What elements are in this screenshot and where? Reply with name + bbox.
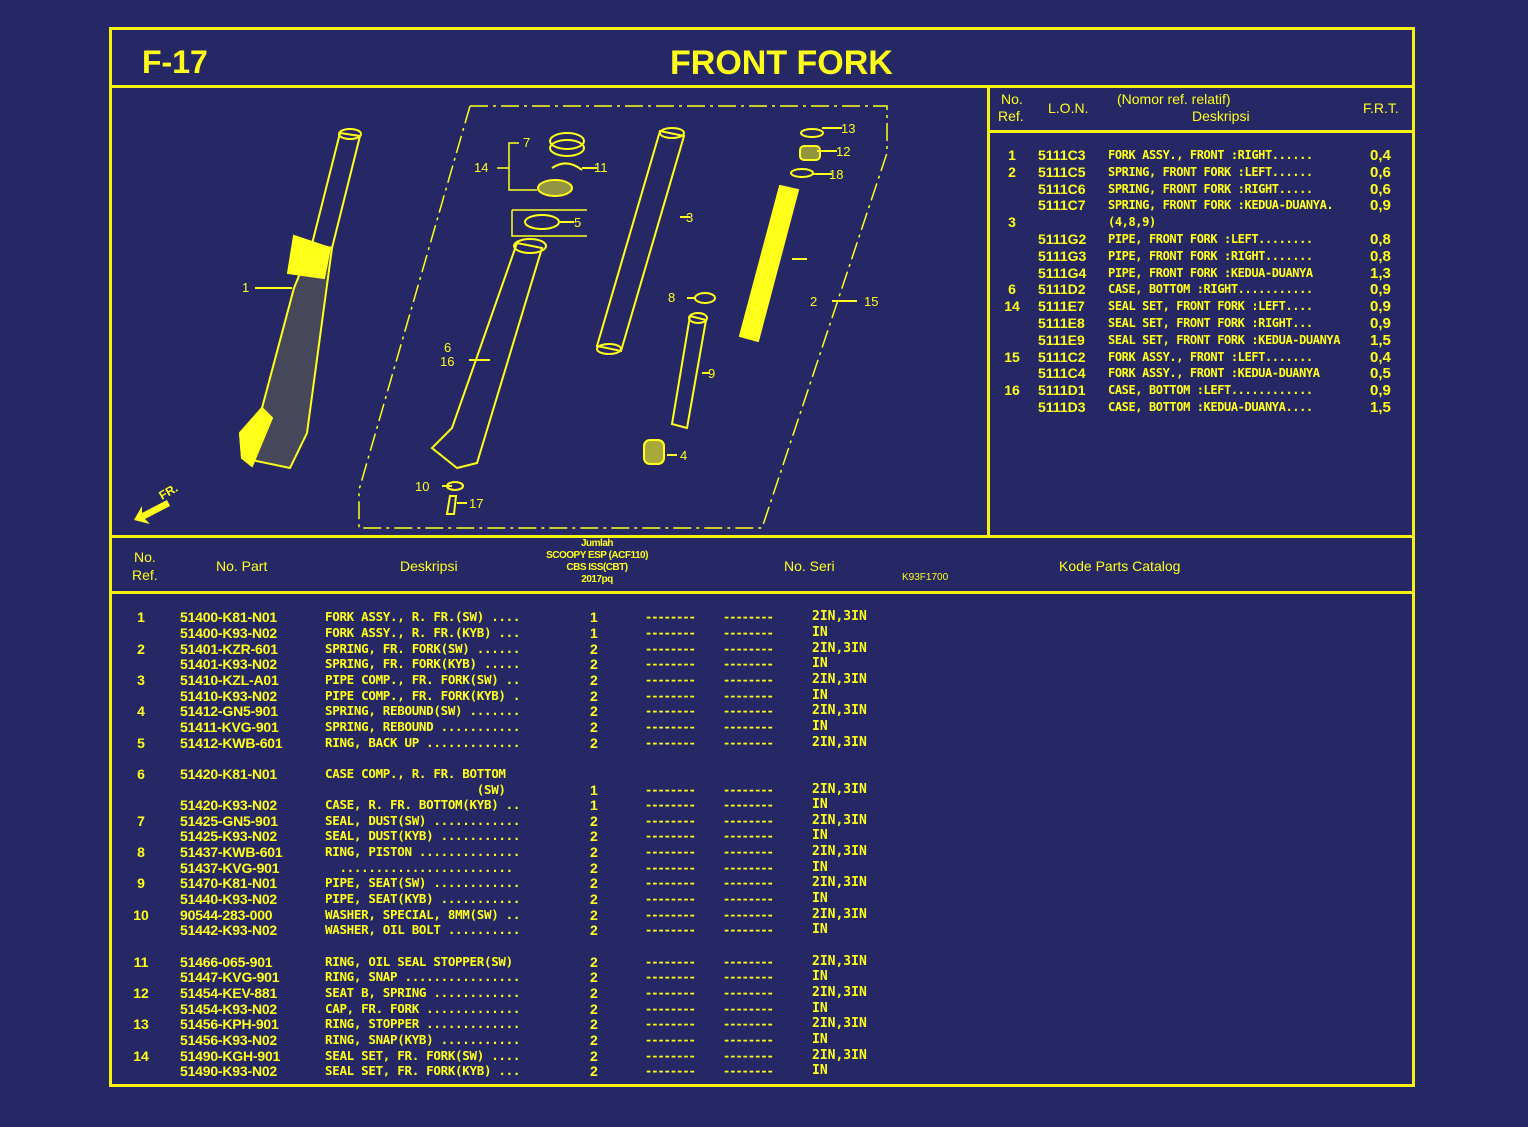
callout-14: 14 <box>474 160 488 175</box>
parts-header-part-no: No. Part <box>216 558 268 574</box>
page-title: FRONT FORK <box>670 44 893 82</box>
callout-7: 7 <box>523 135 530 150</box>
exploded-diagram: 1 2 3 4 5 6 16 7 8 9 10 11 12 13 14 15 1… <box>112 88 987 583</box>
front-direction-arrow-icon: FR. <box>134 481 180 524</box>
parts-header-serial: No. Seri <box>784 558 835 574</box>
catalog-page-frame: F-17 FRONT FORK <box>109 27 1415 1087</box>
callout-11: 11 <box>594 160 608 175</box>
svg-text:FR.: FR. <box>157 481 181 503</box>
frt-header-ref: Ref. <box>998 108 1024 124</box>
parts-header-year: 2017pq <box>581 574 613 585</box>
frt-header-frt: F.R.T. <box>1363 100 1399 116</box>
parts-table-header: No. Ref. No. Part Deskripsi Jumlah SCOOP… <box>112 538 1412 594</box>
callout-12: 12 <box>836 144 850 159</box>
parts-header-model: SCOOPY ESP (ACF110) <box>546 550 648 561</box>
table-row: (SW)1----------------2IN,3IN <box>325 782 867 798</box>
parts-header-variant: CBS ISS(CBT) <box>566 562 628 573</box>
callout-8: 8 <box>668 290 675 305</box>
parts-header-no: No. <box>134 549 156 565</box>
frt-table-header: No. Ref. L.O.N. (Nomor ref. relatif) Des… <box>990 88 1412 132</box>
callout-4: 4 <box>680 448 687 463</box>
callout-3: 3 <box>686 210 693 225</box>
frt-header-desc: Deskripsi <box>1192 108 1250 124</box>
callout-9: 9 <box>708 366 715 381</box>
parts-header-jumlah: Jumlah <box>580 538 614 549</box>
frt-header-lon: L.O.N. <box>1048 100 1089 116</box>
callout-10: 10 <box>415 479 429 494</box>
frt-header-no: No. <box>1001 91 1023 107</box>
parts-header-catalog-code: Kode Parts Catalog <box>1059 558 1181 574</box>
callout-2: 2 <box>810 294 817 309</box>
callout-5: 5 <box>574 215 581 230</box>
callout-18: 18 <box>829 167 843 182</box>
callout-15: 15 <box>864 294 878 309</box>
front-fork-illustration: 1 2 3 4 5 6 16 7 8 9 10 11 12 13 14 15 1… <box>134 105 888 529</box>
figure-code: K93F1700 <box>902 572 949 583</box>
callout-16: 16 <box>440 354 454 369</box>
section-code: F-17 <box>142 44 208 80</box>
callout-17: 17 <box>469 496 483 511</box>
frt-header-divider <box>987 130 1412 133</box>
table-row: 51437-KVG-901 ........................2-… <box>180 860 828 876</box>
parts-header-bottom-divider <box>112 591 1412 594</box>
diagram-divider <box>987 85 990 538</box>
callout-6: 6 <box>444 340 451 355</box>
parts-header-ref: Ref. <box>132 567 158 583</box>
callout-13: 13 <box>841 121 855 136</box>
frt-row: 3(4,8,9) <box>1008 214 1156 231</box>
title-divider <box>112 85 1412 88</box>
callout-1: 1 <box>242 280 249 295</box>
parts-header-desc: Deskripsi <box>400 558 458 574</box>
parts-header-top-divider <box>112 535 1412 538</box>
frt-header-relative: (Nomor ref. relatif) <box>1117 91 1231 107</box>
